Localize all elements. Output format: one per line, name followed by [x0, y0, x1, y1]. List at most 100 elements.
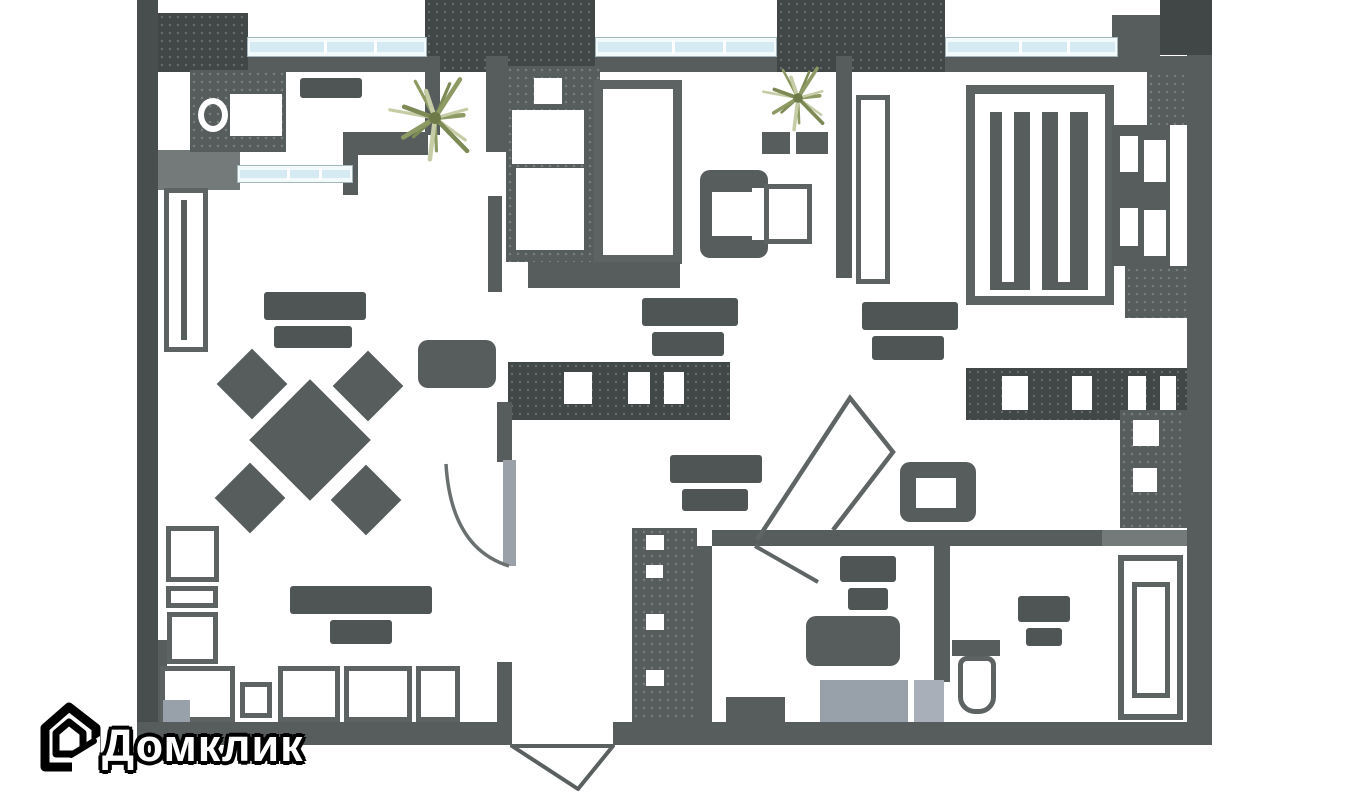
kitchen-counter [416, 666, 460, 722]
room-label [274, 326, 352, 348]
door-leaf [503, 460, 516, 566]
room-label [862, 302, 958, 330]
kitchen-counter [166, 586, 218, 608]
closet-slot [664, 372, 684, 404]
room-label [652, 332, 724, 356]
plant-leaf [427, 115, 438, 162]
room-label [682, 489, 748, 511]
bottom-wall-left [137, 722, 512, 745]
window-glass [598, 42, 774, 52]
door-swing-line [754, 544, 819, 584]
room-label [290, 586, 432, 614]
shelf-strip [856, 95, 890, 284]
nightstand [1120, 136, 1138, 172]
window [247, 37, 427, 57]
kitchen-counter [344, 666, 412, 722]
bedroom-right-wall [836, 56, 852, 278]
entry-gap [512, 722, 613, 745]
shoe-cabinet-slot [646, 565, 663, 578]
nightstand [1120, 208, 1138, 246]
window-glass [948, 42, 1115, 52]
window-mullion [723, 40, 726, 54]
corridor-wall-light [1102, 530, 1187, 546]
corner-wardrobe-slot [1133, 468, 1157, 492]
top-block-2 [425, 0, 595, 72]
wardrobe-shelf [534, 78, 562, 104]
window-mullion [374, 40, 377, 54]
desk-bit [762, 132, 790, 154]
top-wall-strip [158, 56, 1212, 72]
plant-leaf [796, 96, 825, 125]
window-glass [240, 170, 350, 178]
top-right-pier [1112, 15, 1160, 72]
toilet-tank [952, 640, 1000, 656]
window [595, 37, 777, 57]
top-block-1 [158, 13, 248, 72]
lounge-chair [418, 340, 496, 388]
bottom-wall-right [613, 722, 1212, 745]
desk-chair-seat [712, 192, 752, 236]
room-label [330, 620, 392, 644]
plant-leaf [400, 115, 438, 140]
hall-armchair-seat [916, 478, 956, 508]
closet-slot [1072, 376, 1092, 410]
room-label [848, 588, 888, 610]
room-label [670, 455, 762, 483]
plant-center [429, 112, 441, 124]
closet-slot [1002, 376, 1028, 410]
kitchen-counter [278, 666, 340, 722]
wardrobe-shelf [516, 168, 584, 250]
right-outer-wall [1187, 55, 1212, 745]
shower-tray [1132, 582, 1170, 698]
window-mullion [324, 40, 327, 54]
top-block-4 [1160, 0, 1212, 55]
mattress-stripe [1058, 112, 1070, 282]
kitchen-wall-upper [497, 402, 512, 462]
nightstand [1144, 210, 1166, 256]
kitchen-counter [167, 612, 218, 664]
mattress-stripe [1030, 112, 1042, 290]
bedroom-wall-upper [486, 56, 508, 152]
logo-text: Домклик [102, 720, 304, 771]
house-icon [40, 702, 101, 774]
plant-leaf [432, 115, 470, 154]
door-swing-lines [755, 394, 896, 542]
entry-door-icon [510, 744, 615, 791]
window-mullion [1019, 40, 1022, 54]
plant-icon [762, 66, 825, 132]
bed-bench [528, 262, 680, 288]
kitchen-wall-lower [497, 662, 512, 745]
room-label [1026, 628, 1062, 646]
closet-block [1125, 266, 1187, 318]
tall-wardrobe-divider [181, 200, 187, 340]
room-label [872, 336, 944, 360]
window-mullion [319, 168, 322, 180]
shoe-cabinet [632, 528, 697, 722]
shoe-cabinet-slot [646, 614, 664, 630]
mattress-stripe [1002, 112, 1014, 282]
plant-leaf [796, 66, 819, 100]
balcony-cabinet-shelf [230, 94, 282, 136]
shoe-cabinet-slot [646, 535, 664, 550]
nightstand [1144, 140, 1166, 182]
room-label [1018, 596, 1070, 622]
window [237, 165, 353, 183]
plant-leaf [792, 96, 800, 132]
hall-right-wall [697, 546, 712, 745]
top-block-3 [777, 0, 945, 72]
corner-wardrobe-slot [1133, 420, 1159, 446]
closet-slot [1128, 376, 1146, 410]
desk-table [764, 184, 812, 244]
room-label [840, 556, 896, 582]
window-glass [250, 42, 424, 52]
room-label [300, 78, 362, 98]
bathroom-divider-wall [934, 546, 950, 682]
window-mullion [672, 40, 675, 54]
appliance-strip [914, 680, 944, 722]
plant-leaf [432, 77, 463, 121]
closet-slot [628, 372, 650, 404]
plant-center [793, 93, 803, 103]
balcony-pier [158, 150, 240, 190]
plant-icon [388, 77, 470, 162]
room-label [642, 298, 738, 326]
